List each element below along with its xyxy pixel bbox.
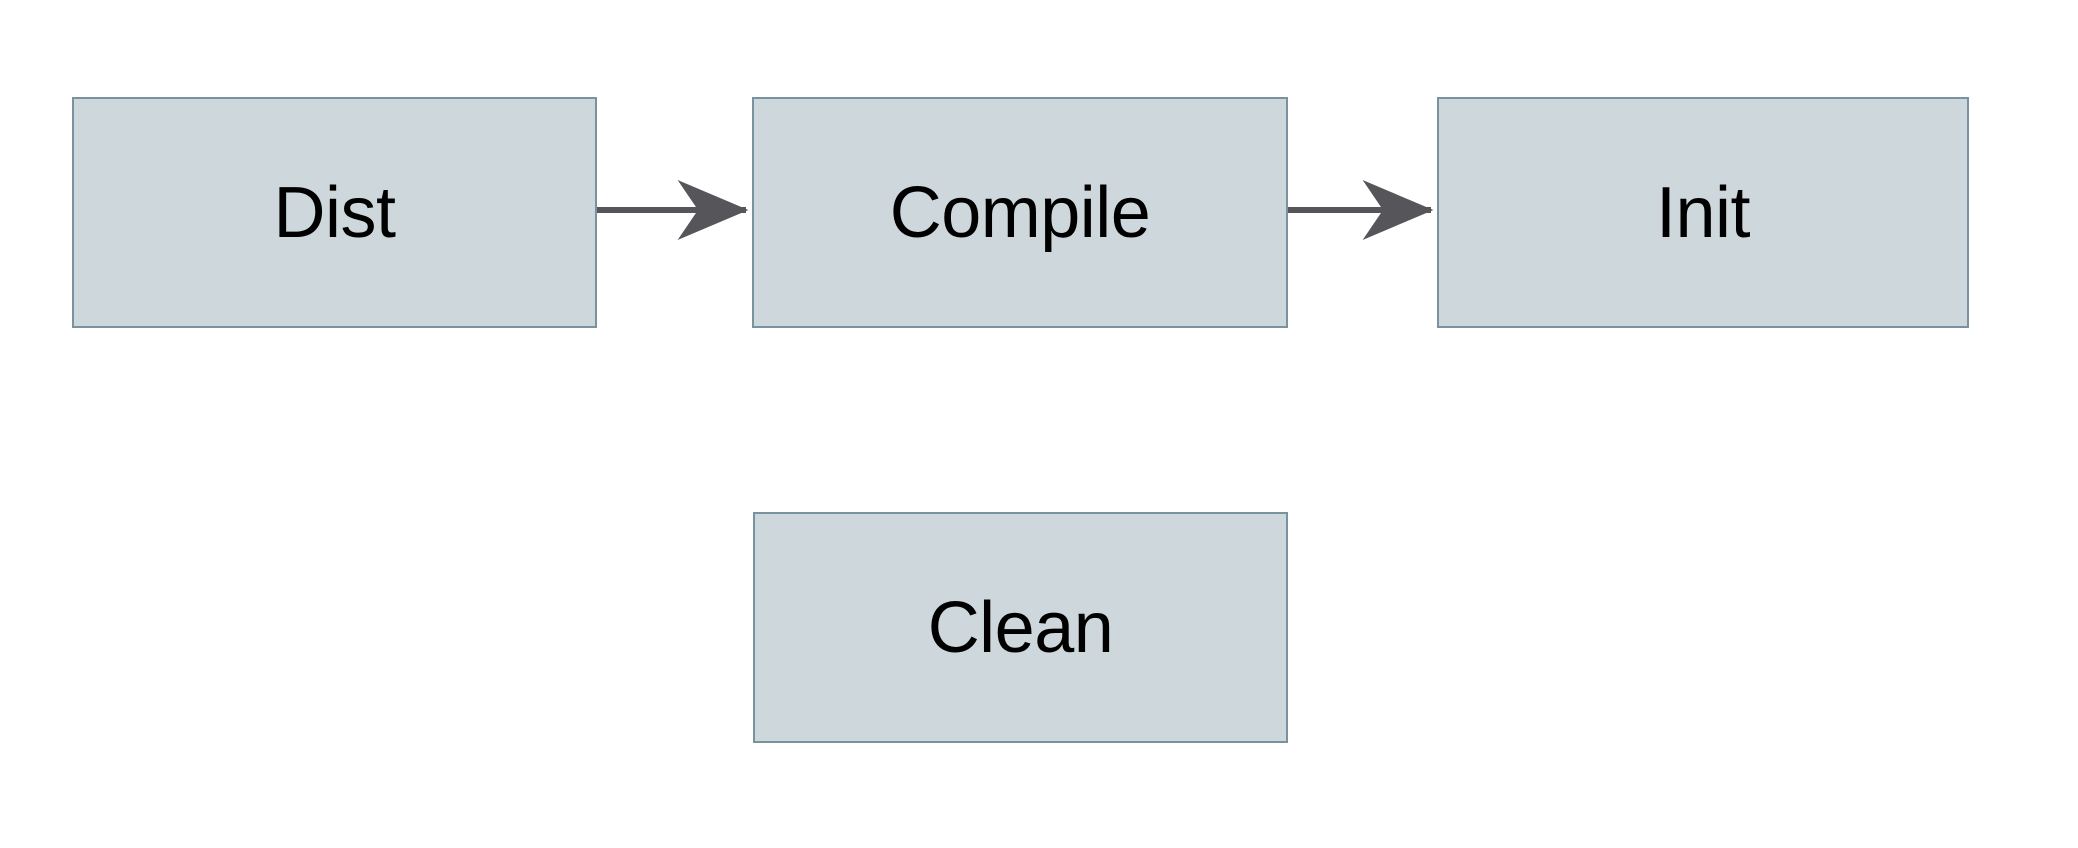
node-init-label: Init <box>1655 172 1751 253</box>
node-compile[interactable]: Compile <box>752 97 1288 328</box>
node-compile-label: Compile <box>889 172 1151 253</box>
node-clean[interactable]: Clean <box>753 512 1288 743</box>
node-init[interactable]: Init <box>1437 97 1969 328</box>
node-clean-label: Clean <box>927 587 1114 668</box>
node-dist[interactable]: Dist <box>72 97 597 328</box>
node-dist-label: Dist <box>273 172 397 253</box>
